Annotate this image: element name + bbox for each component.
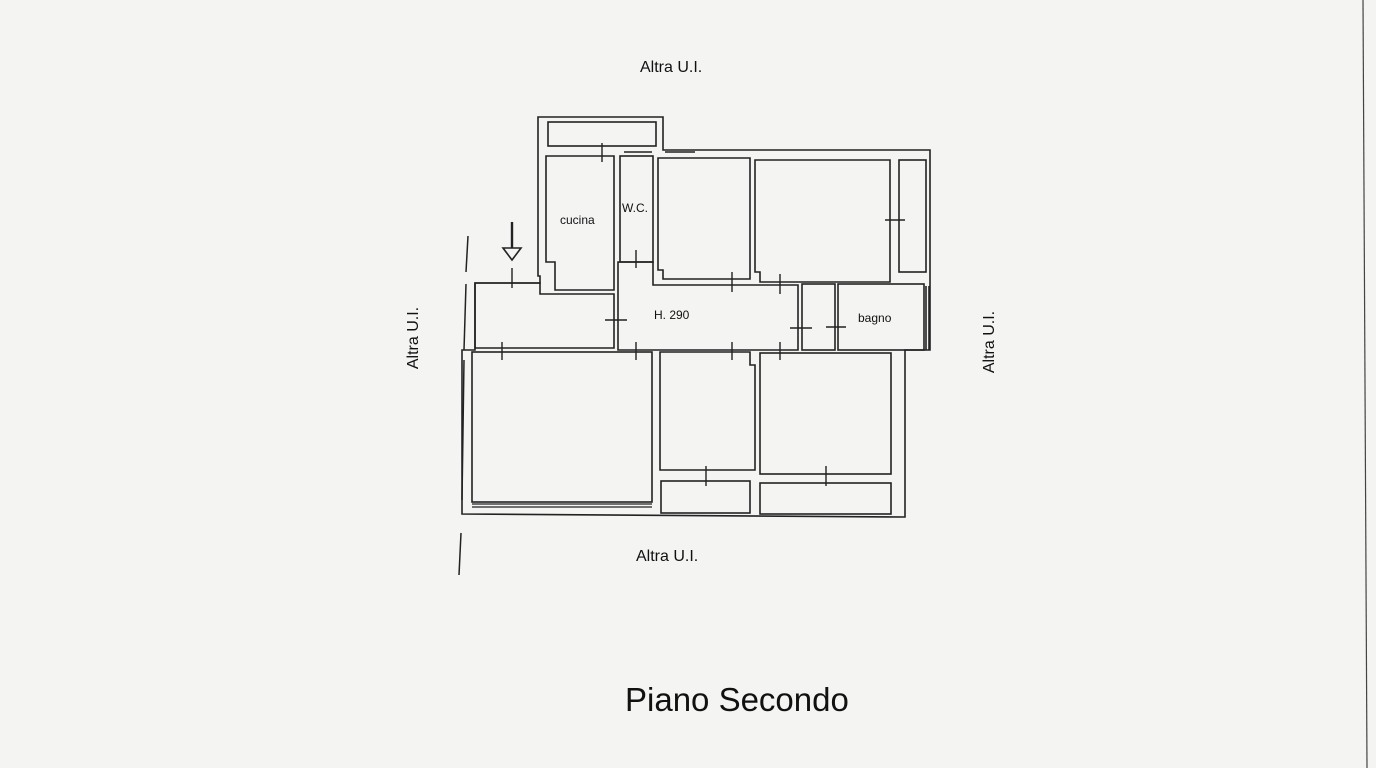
sheet-border-line: [1362, 0, 1368, 768]
neighbor-label-bottom: Altra U.I.: [636, 548, 699, 565]
room-bottom-right: [759, 352, 892, 475]
closet-right: [898, 159, 927, 273]
room-top-right: [754, 159, 891, 283]
floor-title: Piano Secondo: [625, 681, 849, 718]
boundary-dashes: [458, 235, 469, 576]
entrance-arrow-icon: [501, 222, 523, 262]
room-bagno: [837, 283, 925, 351]
storage-niche-top: [547, 121, 657, 147]
room-label-hallway-height: H. 290: [654, 308, 690, 322]
room-bottom-middle: [659, 351, 756, 471]
room-label-wc: W.C.: [622, 201, 648, 215]
balcony-bottom-right: [759, 482, 892, 515]
room-top-middle: [657, 157, 751, 280]
neighbor-label-right: Altra U.I.: [981, 310, 998, 374]
room-hallway: [617, 261, 799, 351]
room-living: [471, 351, 653, 503]
room-cucina: [545, 155, 615, 291]
closet-small: [801, 283, 836, 351]
room-entrance: [474, 282, 615, 349]
neighbor-label-top: Altra U.I.: [640, 59, 703, 76]
outer-wall: [461, 116, 931, 518]
room-label-cucina: cucina: [560, 213, 595, 227]
neighbor-label-left: Altra U.I.: [405, 306, 422, 370]
room-label-bagno: bagno: [858, 311, 892, 325]
